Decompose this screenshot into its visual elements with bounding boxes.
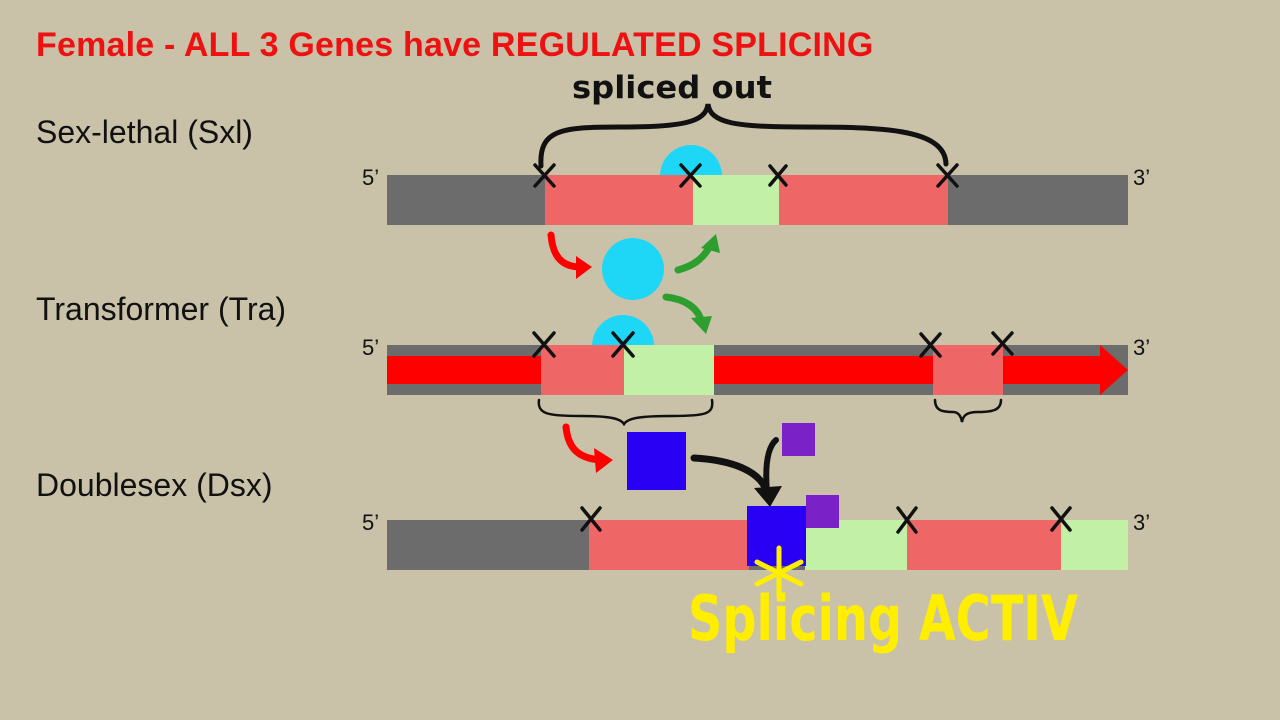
tra-exon-red-1 [541, 345, 624, 395]
cofactor-protein-free [782, 423, 815, 456]
sxl-three-prime-label: 3’ [1133, 165, 1151, 190]
gene-label-dsx: Doublesex (Dsx) [36, 467, 273, 503]
sxl-spliced-out-brace [538, 103, 949, 169]
tra-red-arrowhead [594, 448, 613, 473]
sxl-splice-site-3 [768, 164, 788, 187]
splicing-activator-annotation: Splicing ACTIV [688, 545, 1078, 655]
dsx-exon-red-2 [907, 520, 1061, 570]
sxl-exon-red-2 [779, 175, 948, 225]
sxl-splice-site-4 [936, 163, 959, 188]
dsx-exon-green-2 [1061, 520, 1128, 570]
tra-brace-2 [933, 398, 1003, 423]
tra-exon-green [624, 345, 714, 395]
cofactor-to-dsx-black-arrow [763, 437, 779, 495]
tra-to-protein-red-arrow [562, 423, 604, 464]
green-arrowhead-down [691, 316, 712, 334]
dsx-splice-site-2 [896, 506, 918, 534]
dsx-splice-site-3 [1050, 506, 1072, 532]
gene-label-tra: Transformer (Tra) [36, 291, 287, 327]
dsx-exon-green-1 [805, 520, 907, 570]
tra-brace-1 [537, 398, 714, 427]
yellow-star-icon [754, 545, 804, 599]
tra-splice-site-1 [532, 331, 556, 358]
tra-five-prime-label: 5’ [362, 335, 380, 360]
protein-to-sxl-green-arrow [674, 242, 714, 274]
tra-splice-site-2 [611, 331, 635, 358]
sxl-splice-site-1 [533, 163, 556, 188]
sxl-five-prime-label: 5’ [362, 165, 380, 190]
spliced-out-label: spliced out [572, 70, 772, 106]
dsx-three-prime-label: 3’ [1133, 510, 1151, 535]
tra-splice-site-3 [919, 332, 942, 358]
tra-protein [627, 432, 686, 490]
protein-to-tra-green-arrow [662, 293, 705, 324]
dsx-splice-site-1 [580, 506, 602, 532]
black-arrowhead [754, 486, 782, 507]
sxl-splice-site-2 [679, 163, 702, 188]
splicing-activ-label: Splicing ACTIV [688, 582, 1078, 655]
sxl-protein [602, 238, 664, 300]
sxl-red-arrowhead [576, 256, 592, 279]
tra-three-prime-label: 3’ [1133, 335, 1151, 360]
page-title: Female - ALL 3 Genes have REGULATED SPLI… [36, 26, 874, 64]
dsx-gene [387, 495, 1128, 570]
tra-exon-red-2 [933, 345, 1003, 395]
dsx-exon-red-1 [589, 520, 749, 570]
dsx-five-prime-label: 5’ [362, 510, 380, 535]
gene-label-sxl: Sex-lethal (Sxl) [36, 114, 253, 150]
sxl-exon-red-1 [545, 175, 693, 225]
dsx-bound-cofactor [806, 495, 839, 528]
sxl-exon-green [693, 175, 779, 225]
tra-to-dsx-black-arrow [690, 454, 771, 496]
sxl-gene: spliced out [387, 70, 1128, 225]
tra-splice-site-4 [991, 331, 1014, 356]
green-arrowhead-up [701, 234, 720, 253]
tra-gene [387, 315, 1128, 427]
